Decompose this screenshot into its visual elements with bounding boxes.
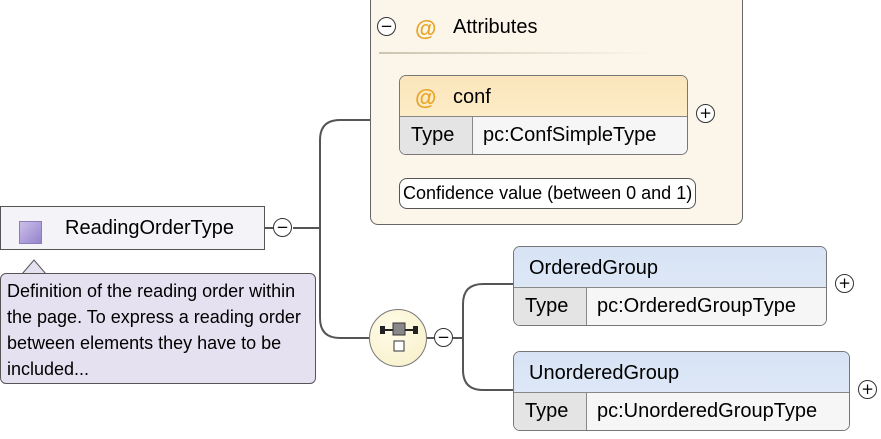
- attribute-icon: @: [415, 16, 437, 41]
- element-unordered-group-type-row: Type pc:UnorderedGroupType: [514, 392, 849, 430]
- type-label: Type: [514, 288, 587, 325]
- ordered-group-expand-button[interactable]: +: [835, 274, 854, 293]
- element-ordered-group-name: OrderedGroup: [529, 257, 658, 279]
- sequence-compositor[interactable]: [369, 309, 427, 367]
- element-icon: [19, 221, 42, 244]
- element-ordered-group-type-row: Type pc:OrderedGroupType: [514, 287, 826, 325]
- type-value: pc:OrderedGroupType: [597, 295, 796, 317]
- element-unordered-group[interactable]: UnorderedGroup Type pc:UnorderedGroupTyp…: [513, 351, 850, 431]
- root-collapse-button[interactable]: −: [273, 218, 292, 237]
- element-unordered-group-name: UnorderedGroup: [529, 362, 680, 384]
- root-element-name: ReadingOrderType: [65, 217, 234, 239]
- unordered-group-expand-button[interactable]: +: [858, 380, 877, 399]
- element-ordered-group[interactable]: OrderedGroup Type pc:OrderedGroupType: [513, 246, 827, 326]
- root-annotation: Definition of the reading order within t…: [0, 273, 316, 384]
- root-element[interactable]: ReadingOrderType: [0, 206, 265, 250]
- attributes-title: Attributes: [453, 16, 538, 38]
- attribute-icon: @: [415, 85, 437, 110]
- conf-expand-button[interactable]: +: [696, 104, 715, 123]
- element-unordered-group-header: UnorderedGroup: [514, 352, 849, 392]
- type-label: Type: [400, 117, 473, 154]
- attributes-collapse-button[interactable]: −: [377, 17, 396, 36]
- type-label: Type: [514, 393, 587, 430]
- attribute-conf-name: conf: [453, 86, 491, 108]
- attribute-conf-header: @ conf: [400, 76, 687, 116]
- type-value: pc:ConfSimpleType: [483, 124, 657, 146]
- sequence-collapse-button[interactable]: −: [434, 328, 453, 347]
- conf-annotation: Confidence value (between 0 and 1): [399, 178, 697, 209]
- attributes-divider: [379, 52, 654, 54]
- attribute-conf[interactable]: @ conf Type pc:ConfSimpleType: [399, 75, 688, 155]
- attribute-conf-type-row: Type pc:ConfSimpleType: [400, 116, 687, 154]
- sequence-icon: [380, 322, 418, 352]
- attributes-group: − @ Attributes @ conf Type pc:ConfSimple…: [370, 0, 743, 225]
- element-ordered-group-header: OrderedGroup: [514, 247, 826, 287]
- type-value: pc:UnorderedGroupType: [597, 400, 818, 422]
